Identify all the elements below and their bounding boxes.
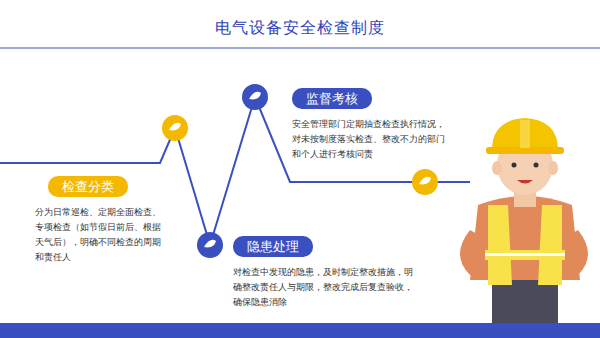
body-text: 对检查中发现的隐患，及时制定整改措施，明确整改责任人与期限，整改完成后复查验收，… [233,265,417,310]
icon-symbol [169,92,431,248]
topic-node: 检查分类分为日常巡检、定期全面检查、专项检查（如节假日前后、根据天气后），明确不… [48,176,193,265]
bottom-bar [0,323,600,338]
heading-pill: 监督考核 [292,88,372,109]
page-title: 电气设备安全检查制度 [0,18,600,39]
icon-circle [162,84,438,258]
topic-node: 隐患处理对检查中发现的隐患，及时制定整改措施，明确整改责任人与期限，整改完成后复… [233,236,417,310]
title-rule [0,47,600,48]
heading-pill: 隐患处理 [233,236,313,257]
body-text: 安全管理部门定期抽查检查执行情况，对未按制度落实检查、整改不力的部门和个人进行考… [292,117,448,162]
body-text: 分为日常巡检、定期全面检查、专项检查（如节假日前后、根据天气后），明确不同检查的… [35,205,167,265]
worker-illustration [460,118,588,323]
topic-node: 监督考核安全管理部门定期抽查检查执行情况，对未按制度落实检查、整改不力的部门和个… [292,88,448,162]
heading-pill: 检查分类 [48,176,128,197]
